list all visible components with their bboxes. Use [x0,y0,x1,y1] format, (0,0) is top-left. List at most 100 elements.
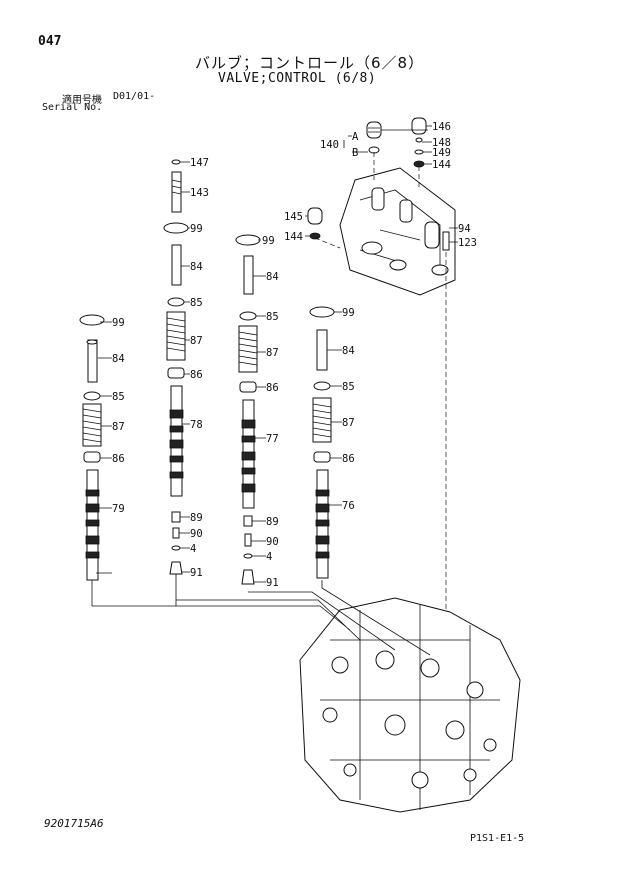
o-ring-99 [163,222,189,234]
seat-86 [83,451,101,463]
spring-87 [238,325,258,373]
callout-89: 89 [266,516,279,528]
callout-87: 87 [266,347,279,359]
callout-149: 149 [432,147,451,159]
spring-90 [244,533,252,547]
callout-144: 144 [432,159,451,171]
callout-leaders [96,125,458,583]
callout-76: 76 [342,500,355,512]
callout-143: 143 [190,187,209,199]
plug-145 [307,207,323,240]
callout-86: 86 [342,453,355,465]
callout-99: 99 [262,235,275,247]
seat-86 [167,367,185,379]
title-english: VALVE;CONTROL (6/8) [218,71,377,86]
callout-87: 87 [342,417,355,429]
callout-144: 144 [284,231,303,243]
o-ring-99 [309,306,335,318]
plug-91 [169,561,183,575]
callout-4: 4 [190,543,196,555]
callout-b: B [352,147,358,159]
document-code: 9201715A6 [44,817,104,830]
callout-94: 94 [458,223,471,235]
serial-label-japanese: 適用号機 [62,95,102,106]
reference-code: P1S1-E1-5 [470,833,525,844]
seat-85 [167,297,185,307]
plug-146 [411,117,427,168]
bolt-123 [442,231,450,251]
callout-86: 86 [266,382,279,394]
callout-86: 86 [112,453,125,465]
callout-84: 84 [342,345,355,357]
callout-90: 90 [190,528,203,540]
o-ring-4 [243,553,253,559]
callout-90: 90 [266,536,279,548]
o-ring-4 [171,545,181,551]
spring-87 [166,311,186,361]
callout-140: 140 [320,139,339,151]
ring-147 [171,159,181,165]
valve-cover-94 [339,167,456,296]
callout-78: 78 [190,419,203,431]
callout-123: 123 [458,237,477,249]
callout-99: 99 [190,223,203,235]
serial-label-english: Serial No. [42,102,103,113]
spring-87 [312,397,332,443]
callout-84: 84 [266,271,279,283]
seat-86 [313,451,331,463]
poppet-89 [243,515,253,527]
callout-145: 145 [284,211,303,223]
callout-99: 99 [342,307,355,319]
callout-89: 89 [190,512,203,524]
plug-91 [241,569,255,585]
callout-84: 84 [112,353,125,365]
spring-87 [82,403,102,447]
callout-84: 84 [190,261,203,273]
serial-value: D01/01- [113,91,156,102]
o-ring-99 [235,234,261,246]
plug-84 [243,255,254,295]
spool-76 [315,469,330,579]
spool-79 [85,469,100,581]
callout-77: 77 [266,433,279,445]
seat-85 [239,311,257,321]
page-number: 047 [38,34,62,49]
callout-85: 85 [190,297,203,309]
callout-146: 146 [432,121,451,133]
spool-assembly-76 [309,306,335,579]
spring-90 [172,527,180,539]
spool-assembly-77 [235,234,261,585]
callout-79: 79 [112,503,125,515]
callout-4: 4 [266,551,272,563]
seat-85 [313,381,331,391]
callout-85: 85 [342,381,355,393]
spool-78 [169,385,184,497]
callout-99: 99 [112,317,125,329]
poppet-89 [171,511,181,523]
spool-77 [241,399,256,509]
callout-85: 85 [112,391,125,403]
callout-a: A [352,131,359,143]
title-japanese: バルブ；コントロール（6／8） [195,54,425,72]
callout-148: 148 [432,137,451,149]
callout-87: 87 [112,421,125,433]
callout-91: 91 [190,567,203,579]
callout-85: 85 [266,311,279,323]
spool-assembly-78 [163,159,189,606]
assembly-guideline [314,152,447,640]
callout-147: 147 [190,157,209,169]
plug-a [366,121,382,154]
seat-86 [239,381,257,393]
seat-85 [83,391,101,401]
callout-86: 86 [190,369,203,381]
plug-84 [316,329,328,371]
spool-leader-lines [92,580,431,656]
callout-87: 87 [190,335,203,347]
control-valve-body [299,597,521,813]
callout-91: 91 [266,577,279,589]
o-ring-99 [79,314,105,326]
plug-84 [87,339,98,383]
plug-84 [171,244,182,286]
